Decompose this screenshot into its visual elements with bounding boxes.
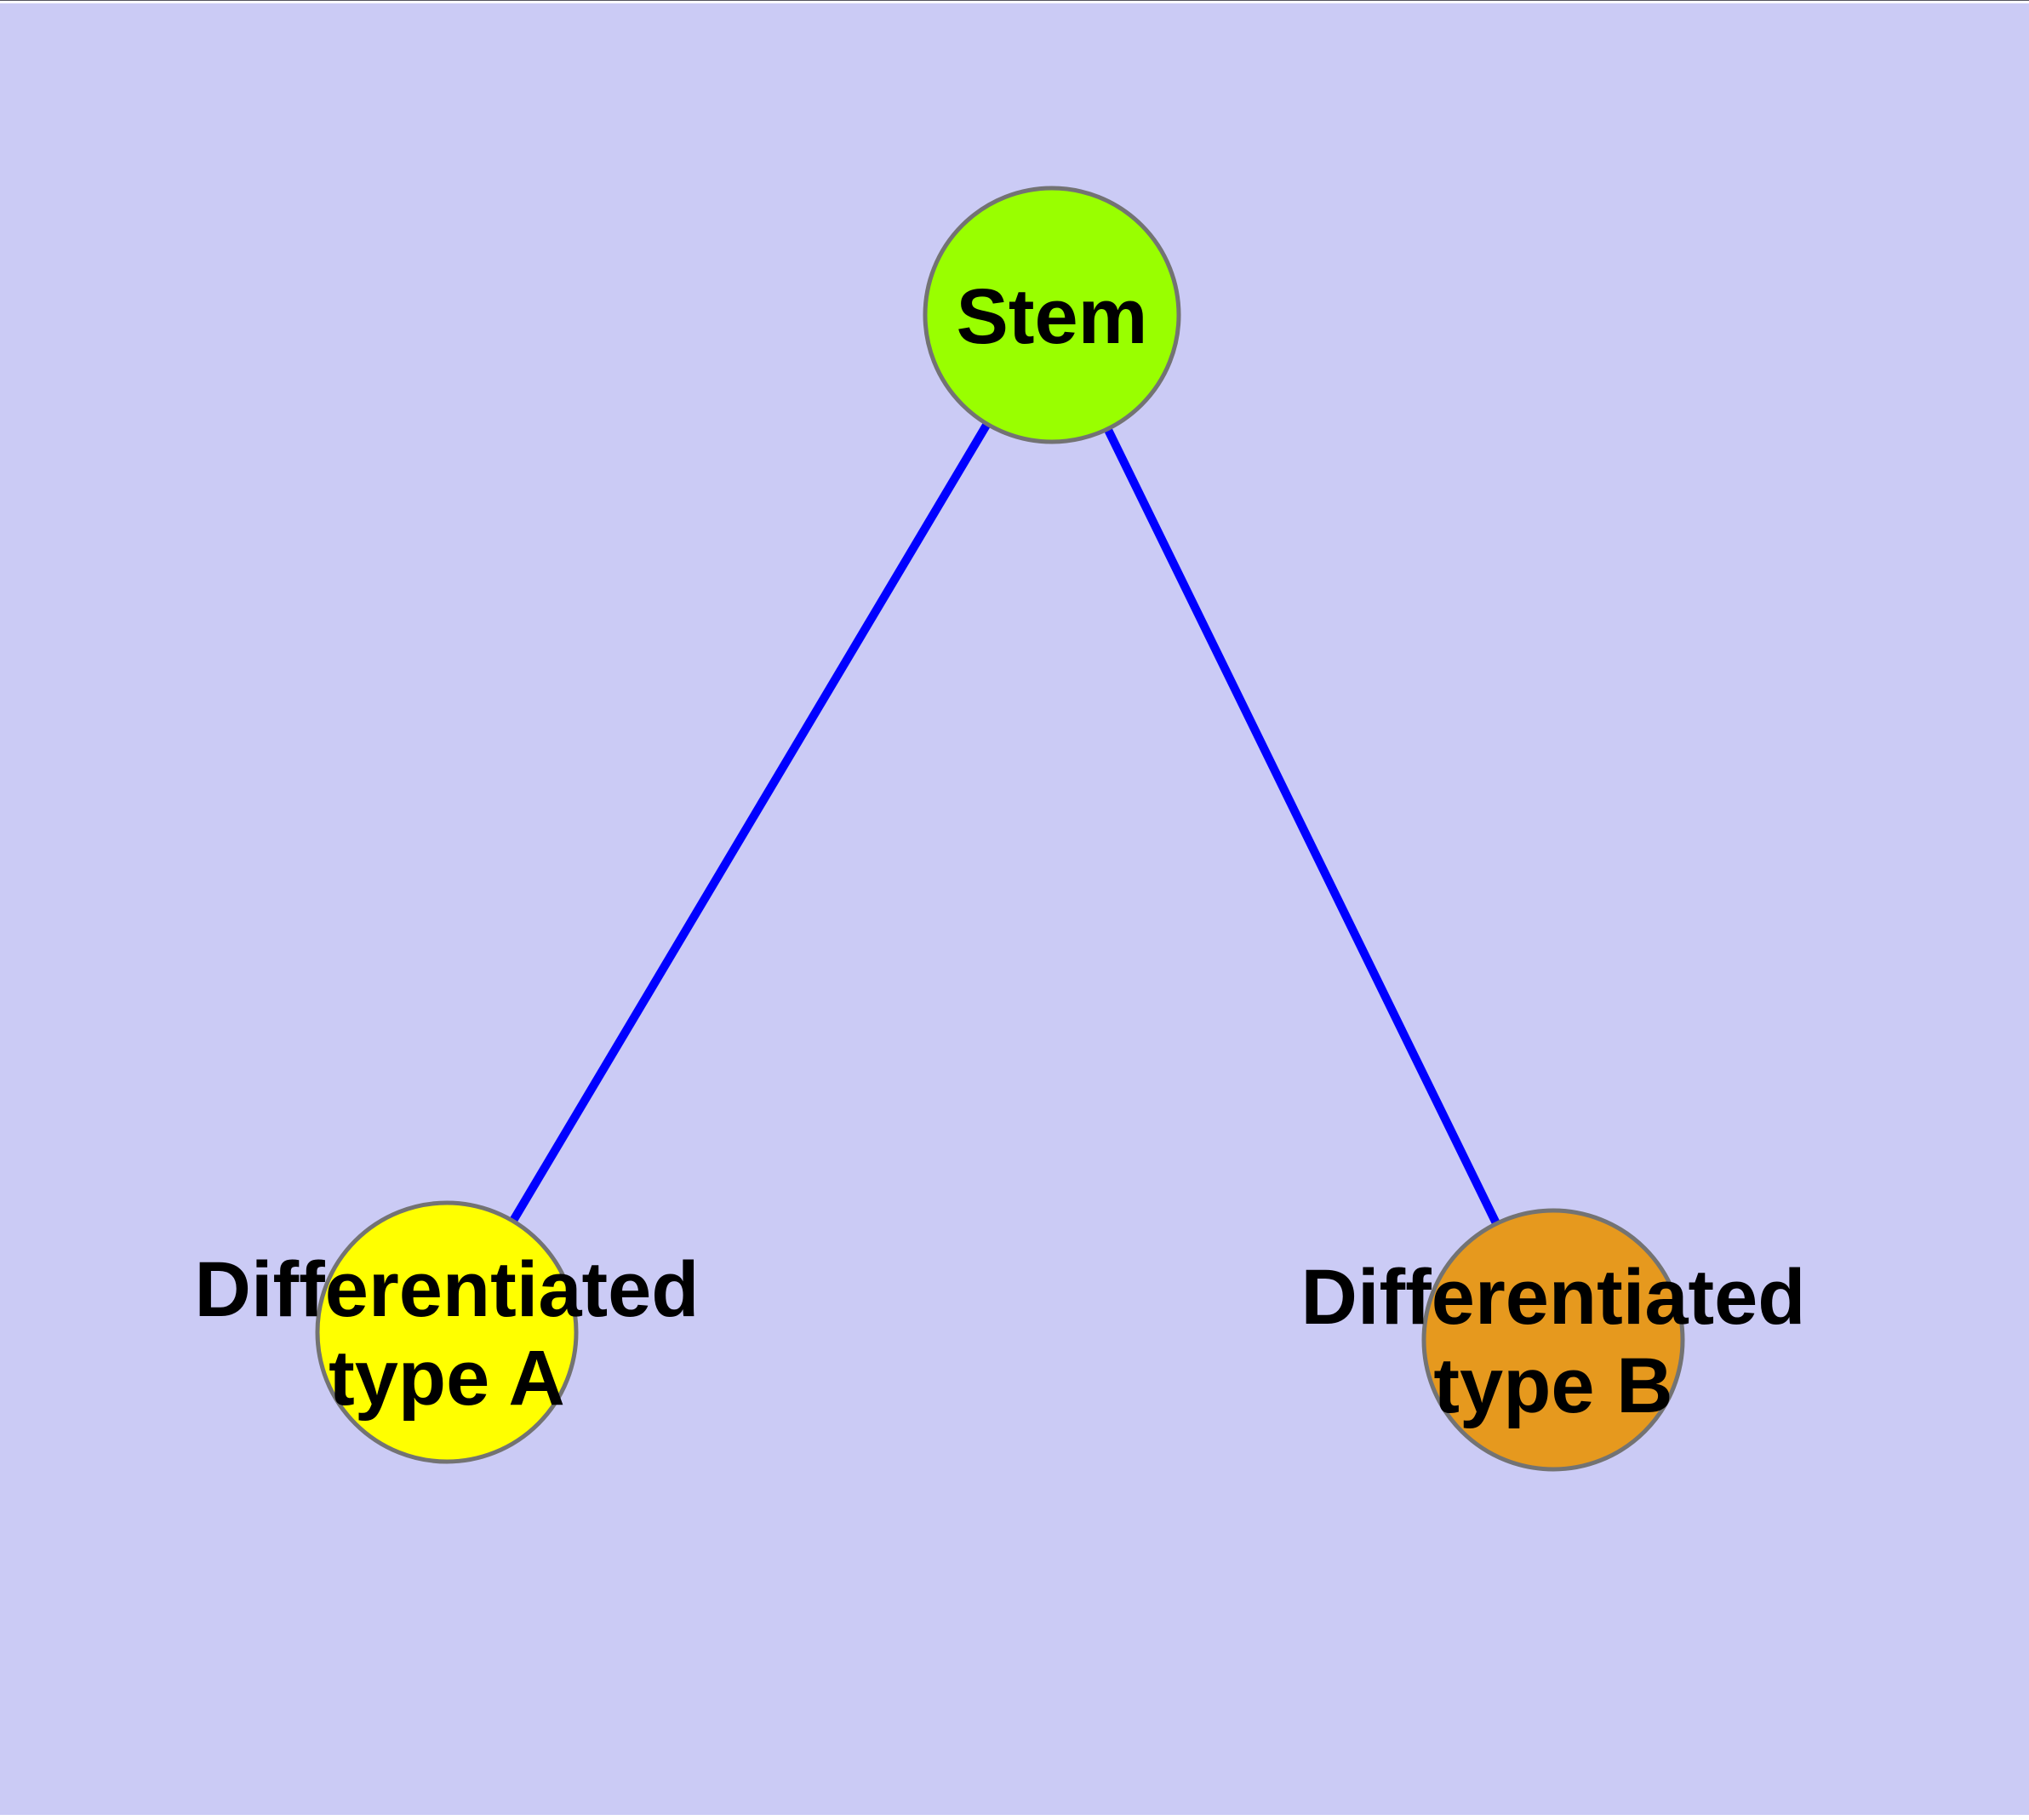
node-label-line: type A xyxy=(329,1335,565,1422)
node-circle-differentiated-type-b xyxy=(1421,1208,1685,1472)
node-label-stem: Stem xyxy=(957,273,1148,360)
node-label-line: Stem xyxy=(957,273,1148,360)
node-circle-differentiated-type-a xyxy=(315,1200,579,1464)
edge-stem-to-differentiated-type-b xyxy=(1048,312,1557,1342)
window-top-edge xyxy=(0,0,2029,4)
edge-stem-to-differentiated-type-a xyxy=(443,312,1056,1335)
node-label-line: type B xyxy=(1433,1342,1672,1429)
node-label-line: Differentiated xyxy=(1301,1254,1806,1341)
node-label-line: Differentiated xyxy=(195,1246,700,1333)
page-bottom-gap xyxy=(0,1815,2029,1820)
node-circle-stem xyxy=(923,186,1181,444)
